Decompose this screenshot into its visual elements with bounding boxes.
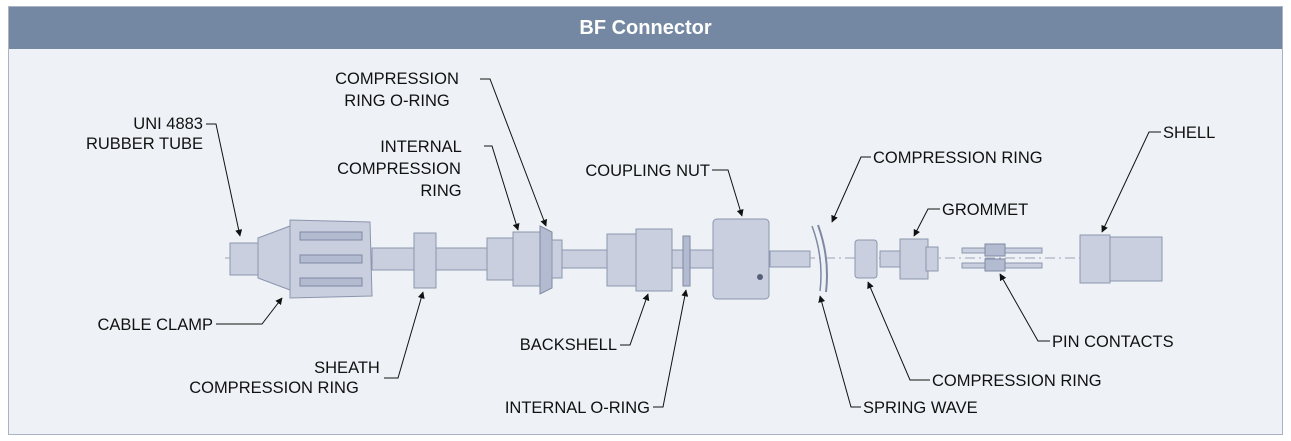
label-pin-contacts: PIN CONTACTS bbox=[1052, 333, 1174, 351]
label-shell: SHELL bbox=[1163, 124, 1215, 142]
leader-sheath-ring bbox=[384, 291, 425, 379]
pin-contacts-part bbox=[961, 243, 1043, 272]
label-internal-comp-ring-line1: INTERNAL bbox=[380, 138, 462, 156]
backshell-part bbox=[606, 228, 691, 292]
leader-compression-ring-top bbox=[831, 156, 871, 223]
leader-grommet bbox=[913, 208, 940, 237]
leader-internal-comp-ring bbox=[484, 145, 520, 231]
label-internal-comp-ring-line2: COMPRESSION bbox=[337, 160, 461, 178]
label-cable-clamp: CABLE CLAMP bbox=[97, 316, 213, 334]
diagram-title: BF Connector bbox=[9, 7, 1282, 49]
label-comp-ring-oring-line1: COMPRESSION bbox=[335, 70, 459, 88]
leader-backshell bbox=[620, 293, 650, 346]
compression-ring-part bbox=[854, 239, 878, 279]
coupling-nut-part bbox=[712, 218, 770, 300]
label-comp-ring-oring-line2: RING O-RING bbox=[344, 92, 449, 110]
label-coupling-nut: COUPLING NUT bbox=[585, 162, 710, 180]
label-internal-comp-ring-line3: RING bbox=[420, 182, 461, 200]
diagram-frame: BF Connector bbox=[8, 6, 1283, 435]
label-compression-ring-top: COMPRESSION RING bbox=[873, 149, 1043, 167]
leader-cable-clamp bbox=[216, 297, 283, 325]
shell-part bbox=[1079, 234, 1163, 284]
leader-pin-contacts bbox=[999, 273, 1050, 342]
label-spring-wave: SPRING WAVE bbox=[863, 399, 978, 417]
leader-rubber-tube bbox=[206, 123, 243, 237]
leader-comp-ring-oring bbox=[480, 78, 548, 227]
leader-compression-ring-bottom bbox=[867, 281, 930, 381]
label-backshell: BACKSHELL bbox=[520, 336, 617, 354]
spring-wave-part bbox=[817, 224, 828, 293]
leader-shell bbox=[1101, 131, 1161, 233]
label-grommet: GROMMET bbox=[942, 201, 1028, 219]
leader-spring-wave bbox=[818, 295, 861, 408]
label-sheath-ring-line2: COMPRESSION RING bbox=[189, 379, 359, 397]
leader-coupling-nut bbox=[712, 169, 744, 217]
grommet-part bbox=[899, 238, 939, 280]
cable-clamp-part bbox=[229, 219, 373, 299]
label-sheath-ring-line1: SHEATH bbox=[314, 359, 380, 377]
sheath-compression-ring-part bbox=[413, 232, 437, 289]
leader-internal-oring bbox=[653, 289, 689, 408]
label-internal-oring: INTERNAL O-RING bbox=[505, 399, 650, 417]
label-rubber-tube-line2: RUBBER TUBE bbox=[86, 135, 203, 153]
label-rubber-tube-line1: UNI 4883 bbox=[133, 115, 203, 133]
label-compression-ring-bottom: COMPRESSION RING bbox=[932, 372, 1102, 390]
internal-compression-ring-part bbox=[486, 225, 563, 295]
